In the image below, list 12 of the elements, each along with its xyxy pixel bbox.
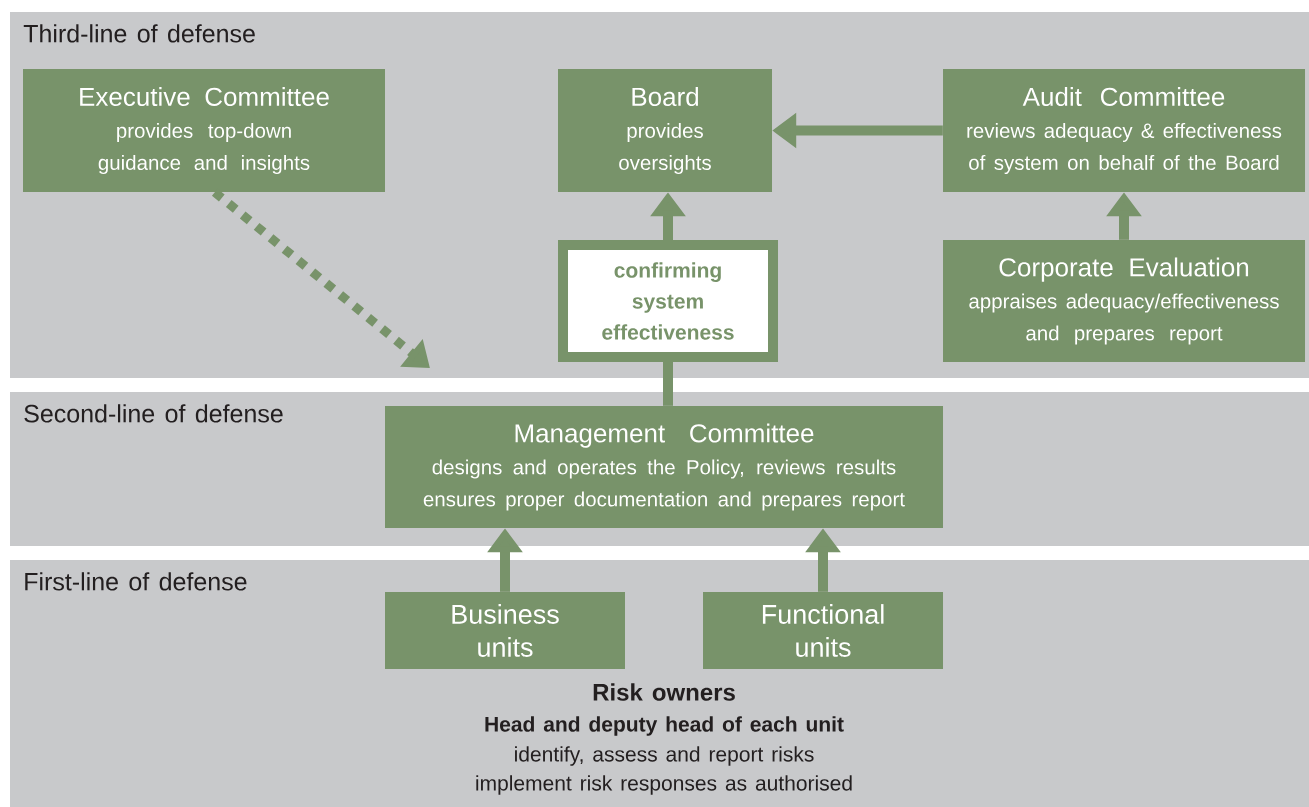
caption-text: Head and deputy head of each unit xyxy=(485,716,844,736)
process-box: Management Committee designs and operates the Policy, reviews results ensures proper documentation and prepares report xyxy=(385,406,943,528)
process-box: Executive Committee provides top-down guidance and insights xyxy=(23,69,385,192)
process-box: Board provides oversights xyxy=(558,69,772,192)
text-box: confirming system effectiveness xyxy=(558,240,778,362)
caption-text: implement risk responses as authorised xyxy=(476,775,852,795)
process-box: Business units xyxy=(385,592,625,669)
caption-text: Risk owners xyxy=(593,683,735,701)
caption-text: identify, assess and report risks xyxy=(515,746,814,766)
process-box: Functional units xyxy=(703,592,943,669)
process-box: Audit Committee reviews adequacy & effectiveness of system on behalf of the Board xyxy=(943,69,1305,192)
process-box: Corporate Evaluation appraises adequacy/effectiveness and prepares report xyxy=(943,240,1305,362)
